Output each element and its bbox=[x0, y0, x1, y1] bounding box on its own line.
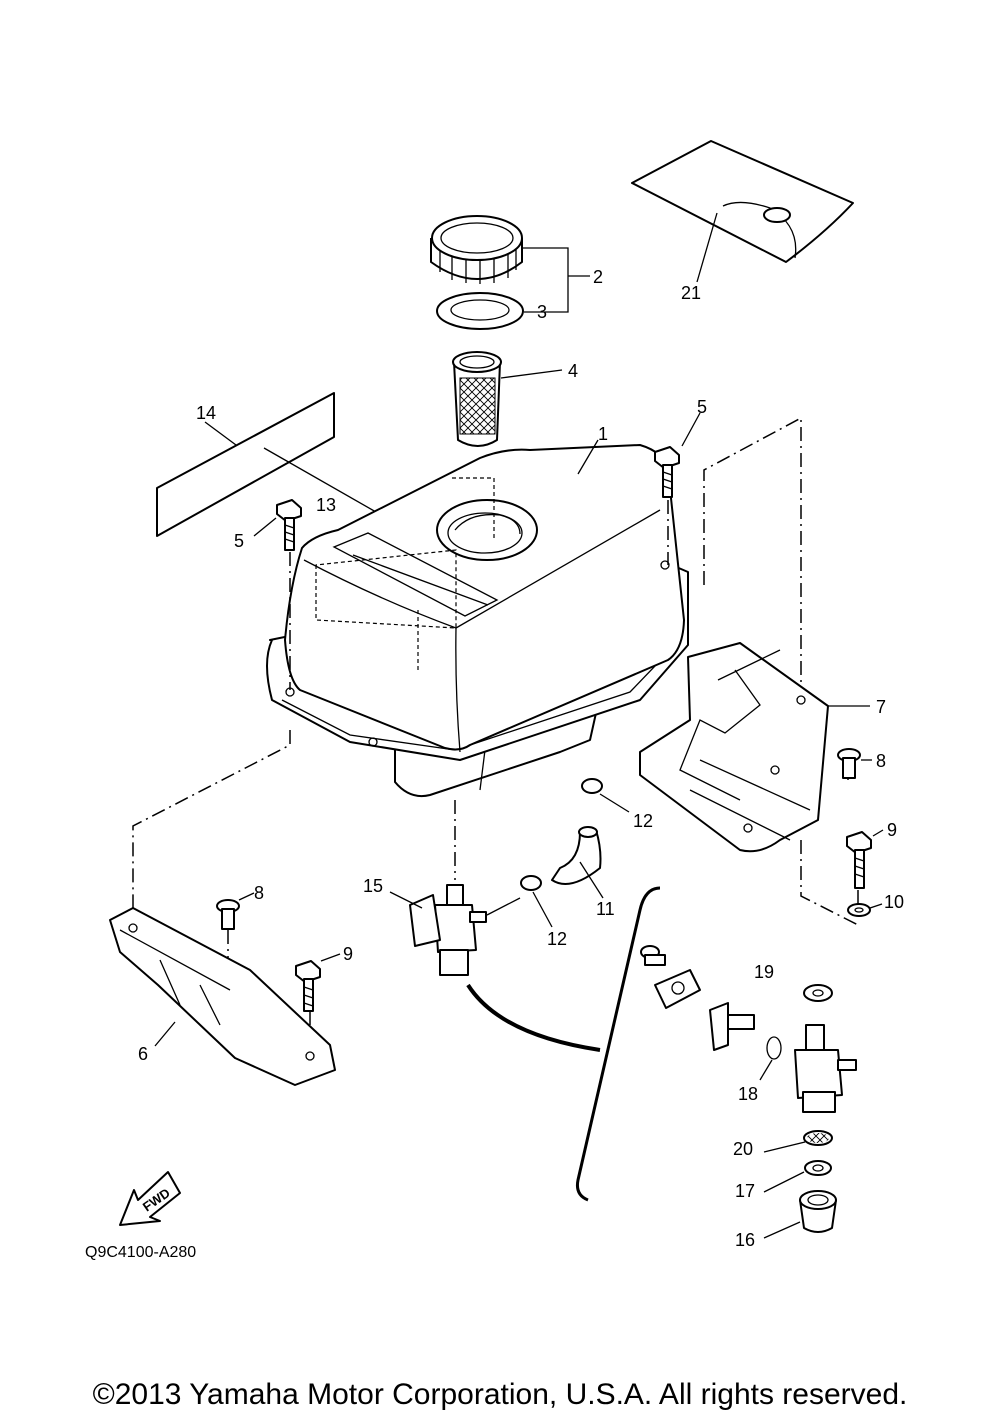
part-20-filter bbox=[803, 1130, 833, 1146]
part-9-bolt-right bbox=[846, 829, 884, 889]
callout-8-right: 8 bbox=[876, 751, 886, 771]
part-2-fuel-cap bbox=[430, 215, 523, 284]
part-1-fuel-tank bbox=[266, 439, 689, 798]
callout-2: 2 bbox=[593, 267, 603, 287]
callout-21: 21 bbox=[681, 283, 701, 303]
part-16-cup bbox=[763, 1190, 837, 1239]
callout-12-upper: 12 bbox=[633, 811, 653, 831]
fwd-arrow-icon: FWD bbox=[119, 1171, 181, 1226]
callout-13: 13 bbox=[316, 495, 336, 515]
callout-1: 1 bbox=[598, 424, 608, 444]
part-8-grommet-right bbox=[837, 748, 872, 779]
inset-bracket bbox=[576, 886, 661, 1202]
callout-12-lower: 12 bbox=[547, 929, 567, 949]
part-4-strainer bbox=[452, 351, 563, 447]
leader-2-3 bbox=[523, 247, 590, 313]
inset-cock-body bbox=[794, 1024, 857, 1113]
callout-9-right: 9 bbox=[887, 820, 897, 840]
callout-7: 7 bbox=[876, 697, 886, 717]
callout-10: 10 bbox=[884, 892, 904, 912]
part-8-grommet-left bbox=[216, 892, 255, 930]
callout-6: 6 bbox=[138, 1044, 148, 1064]
part-12-clamp-lower bbox=[486, 875, 553, 928]
callout-14: 14 bbox=[196, 403, 216, 423]
callout-3: 3 bbox=[537, 302, 547, 322]
part-5-bolt-left bbox=[253, 499, 302, 551]
inset-screw bbox=[640, 945, 666, 966]
part-3-gasket bbox=[436, 292, 524, 330]
part-19-washer bbox=[803, 984, 833, 1002]
part-17-washer bbox=[804, 1160, 832, 1176]
part-11-hose bbox=[551, 826, 604, 899]
part-12-clamp-upper bbox=[581, 778, 630, 813]
part-5-bolt-right bbox=[654, 412, 701, 498]
callout-20: 20 bbox=[733, 1139, 753, 1159]
callout-11: 11 bbox=[596, 899, 615, 919]
part-7-bracket-right bbox=[639, 642, 870, 853]
callout-5-right: 5 bbox=[697, 397, 707, 417]
callout-16: 16 bbox=[735, 1230, 755, 1250]
callout-19: 19 bbox=[754, 962, 774, 982]
callout-5-left: 5 bbox=[234, 531, 244, 551]
callout-18: 18 bbox=[738, 1084, 758, 1104]
inset-lever bbox=[709, 1002, 755, 1051]
part-9-bolt-left bbox=[295, 953, 341, 1012]
callout-9-left: 9 bbox=[343, 944, 353, 964]
part-18-o-ring bbox=[759, 1036, 782, 1081]
copyright-notice: ©2013 Yamaha Motor Corporation, U.S.A. A… bbox=[92, 1378, 908, 1411]
callout-17: 17 bbox=[735, 1181, 755, 1201]
fuel-pipe-link bbox=[466, 983, 601, 1052]
part-15-fuel-cock bbox=[389, 884, 487, 976]
inset-plate bbox=[654, 969, 701, 1009]
part-10-washer bbox=[847, 903, 883, 917]
callout-8-left: 8 bbox=[254, 883, 264, 903]
part-14-label bbox=[156, 392, 377, 537]
callout-4: 4 bbox=[568, 361, 578, 381]
callout-15: 15 bbox=[363, 876, 383, 896]
part-21-decal bbox=[631, 140, 854, 283]
part-6-bracket-left bbox=[109, 907, 336, 1086]
diagram-code: Q9C4100-A280 bbox=[85, 1244, 196, 1261]
